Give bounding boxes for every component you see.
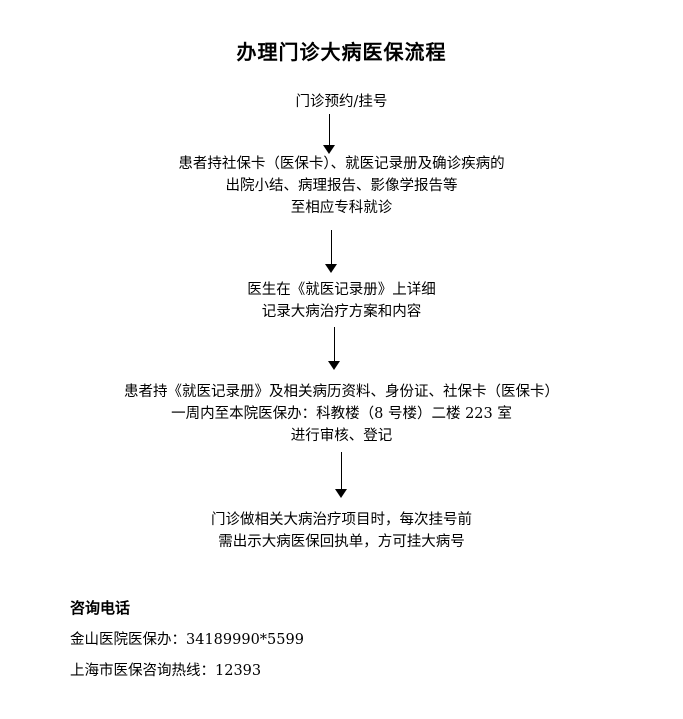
- flow-arrow: [325, 230, 337, 273]
- step-text-line: 进行审核、登记: [290, 428, 393, 444]
- step-text-line: 记录大病治疗方案和内容: [261, 304, 422, 320]
- arrow-shaft: [340, 452, 342, 490]
- contact-line-city-hotline: 上海市医保咨询热线：12393: [70, 663, 262, 679]
- step-text-line: 患者持社保卡（医保卡）、就医记录册及确诊疾病的: [178, 156, 505, 172]
- contact-line-hospital-office: 金山医院医保办：34189990*5599: [70, 632, 304, 648]
- flow-step-outpatient-registration: 门诊做相关大病治疗项目时，每次挂号前 需出示大病医保回执单，方可挂大病号: [0, 509, 683, 553]
- arrow-shaft: [333, 327, 335, 362]
- contact-heading: 咨询电话: [70, 599, 131, 617]
- flow-step-review-registration: 患者持《就医记录册》及相关病历资料、身份证、社保卡（医保卡） 一周内至本院医保办…: [0, 381, 683, 447]
- arrow-head-icon: [335, 489, 347, 498]
- step-text-line: 需出示大病医保回执单，方可挂大病号: [218, 534, 465, 550]
- page-title: 办理门诊大病医保流程: [236, 40, 447, 64]
- step-text-line: 患者持《就医记录册》及相关病历资料、身份证、社保卡（医保卡）: [124, 384, 559, 400]
- arrow-shaft: [330, 230, 332, 265]
- arrow-head-icon: [325, 264, 337, 273]
- flow-arrow: [328, 327, 340, 370]
- step-text-line: 一周内至本院医保办：科教楼（8 号楼）二楼 223 室: [171, 406, 512, 422]
- flow-arrow: [323, 114, 335, 154]
- step-text-line: 门诊预约/挂号: [295, 94, 388, 110]
- step-text-line: 医生在《就医记录册》上详细: [247, 282, 436, 298]
- arrow-head-icon: [323, 145, 335, 154]
- flow-arrow: [335, 452, 347, 498]
- flow-step-appointment: 门诊预约/挂号: [0, 91, 683, 113]
- arrow-shaft: [328, 114, 330, 146]
- step-text-line: 至相应专科就诊: [290, 200, 393, 216]
- step-text-line: 门诊做相关大病治疗项目时，每次挂号前: [211, 512, 472, 528]
- flow-step-doctor-records: 医生在《就医记录册》上详细 记录大病治疗方案和内容: [0, 279, 683, 323]
- flow-step-specialist-visit: 患者持社保卡（医保卡）、就医记录册及确诊疾病的 出院小结、病理报告、影像学报告等…: [0, 153, 683, 219]
- arrow-head-icon: [328, 361, 340, 370]
- step-text-line: 出院小结、病理报告、影像学报告等: [225, 178, 458, 194]
